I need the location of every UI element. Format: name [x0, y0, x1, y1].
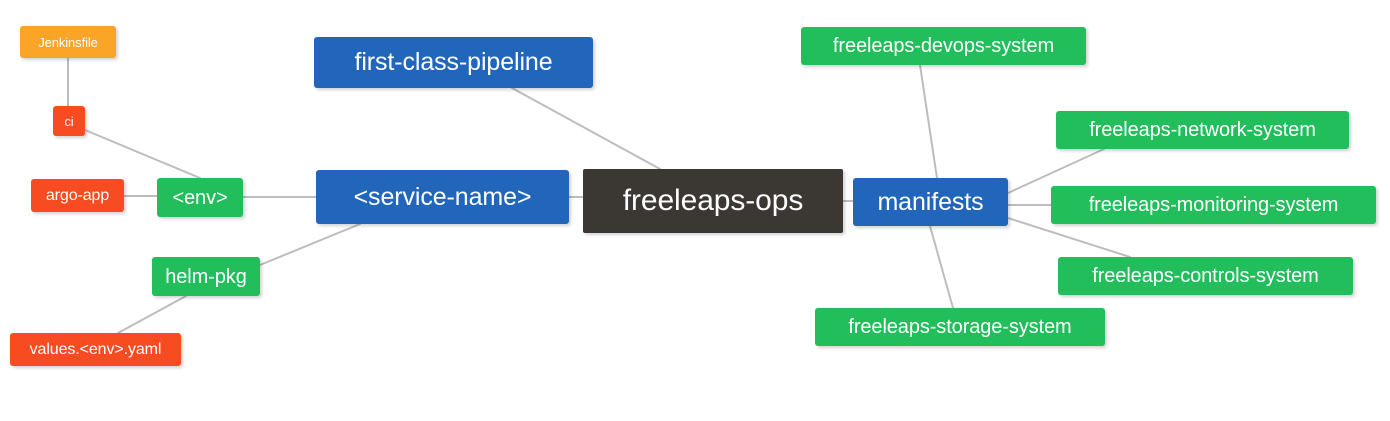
- mindmap-node-monitoring[interactable]: freeleaps-monitoring-system: [1051, 186, 1376, 224]
- mindmap-node-controls[interactable]: freeleaps-controls-system: [1058, 257, 1353, 295]
- mindmap-node-env[interactable]: <env>: [157, 178, 243, 217]
- mindmap-node-label: freeleaps-controls-system: [1092, 265, 1319, 287]
- mindmap-node-label: freeleaps-devops-system: [832, 35, 1055, 57]
- mindmap-node-argoapp[interactable]: argo-app: [31, 179, 124, 212]
- mindmap-node-label: helm-pkg: [165, 265, 247, 288]
- mindmap-node-label: freeleaps-storage-system: [848, 316, 1072, 338]
- edge-manifests-to-storage: [929, 225, 954, 309]
- mindmap-node-label: argo-app: [45, 186, 110, 204]
- mindmap-node-devops[interactable]: freeleaps-devops-system: [801, 27, 1086, 65]
- mindmap-node-label: first-class-pipeline: [354, 48, 553, 76]
- edge-svcname-to-helmpkg: [259, 223, 361, 266]
- mindmap-node-valuesyaml[interactable]: values.<env>.yaml: [10, 333, 181, 366]
- mindmap-node-label: manifests: [877, 187, 984, 216]
- mindmap-node-manifests[interactable]: manifests: [853, 178, 1008, 226]
- edge-helmpkg-to-valuesyaml: [117, 295, 187, 334]
- mindmap-node-svcname[interactable]: <service-name>: [316, 170, 569, 224]
- mindmap-node-label: freeleaps-ops: [622, 184, 804, 217]
- mindmap-node-fcpipeline[interactable]: first-class-pipeline: [314, 37, 593, 88]
- mindmap-node-ci[interactable]: ci: [53, 106, 85, 136]
- mindmap-node-label: ci: [64, 113, 74, 129]
- edge-manifests-to-devops: [919, 64, 938, 179]
- mindmap-node-helmpkg[interactable]: helm-pkg: [152, 257, 260, 296]
- mindmap-node-root[interactable]: freeleaps-ops: [583, 169, 843, 233]
- mindmap-node-network[interactable]: freeleaps-network-system: [1056, 111, 1349, 149]
- mindmap-node-storage[interactable]: freeleaps-storage-system: [815, 308, 1105, 346]
- mindmap-node-label: freeleaps-monitoring-system: [1088, 194, 1339, 216]
- mindmap-node-jenkinsfile[interactable]: Jenkinsfile: [20, 26, 116, 58]
- mindmap-node-label: Jenkinsfile: [38, 34, 98, 50]
- mindmap-node-label: <service-name>: [353, 182, 532, 211]
- mindmap-node-label: freeleaps-network-system: [1089, 119, 1316, 141]
- edge-env-to-ci: [84, 129, 201, 179]
- edge-root-to-fcpipeline: [511, 87, 661, 170]
- mindmap-node-label: <env>: [172, 186, 228, 209]
- mindmap-node-label: values.<env>.yaml: [29, 340, 162, 358]
